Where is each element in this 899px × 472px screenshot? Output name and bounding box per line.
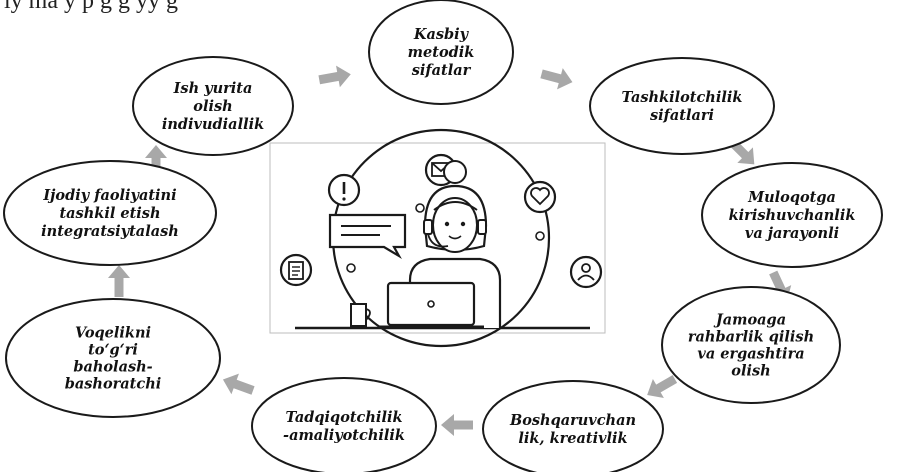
node-label-line: Muloqotga: [747, 189, 836, 206]
node-ellipse: [5, 298, 221, 418]
cup-icon: [350, 303, 371, 327]
decor-dot: [535, 231, 545, 241]
flow-arrow: [540, 68, 573, 90]
node-label-line: Boshqaruvchan: [509, 412, 636, 429]
node-label-line: olish: [193, 98, 232, 115]
node-label-line: va ergashtira: [697, 346, 804, 363]
node-label-line: Tadqiqotchilik: [285, 409, 402, 426]
node-ellipse: [368, 0, 514, 105]
node-label-line: Ijodiy faoliyatini: [42, 187, 176, 204]
node-label-line: va jarayonli: [745, 225, 839, 242]
flow-arrow: [222, 373, 255, 395]
flow-arrow: [318, 65, 351, 88]
heart-icon: [523, 180, 557, 214]
node-label-line: olish: [731, 363, 770, 380]
node-ellipse: [132, 56, 294, 156]
laptop-icon: [378, 281, 484, 329]
node-ellipse: [589, 57, 775, 155]
nodes-group: KasbiymetodiksifatlarTashkilotchiliksifa…: [3, 0, 883, 472]
flow-arrow: [647, 375, 678, 399]
node-ellipse: [3, 160, 217, 266]
node-label-line: Tashkilotchilik: [622, 89, 743, 106]
chat-bubble-icon: [328, 213, 407, 260]
node-label-line: to‘g‘ri: [88, 342, 138, 359]
node-label-line: sifatlari: [650, 107, 714, 124]
node-label-line: indivudiallik: [162, 116, 264, 133]
node-label-line: Voqelikni: [75, 325, 151, 342]
node-label-line: -amaliyotchilik: [283, 427, 405, 444]
node-label-line: Kasbiy: [413, 26, 470, 43]
node-label-line: integratsiytalash: [41, 223, 179, 240]
alert-icon: [327, 173, 361, 207]
node-ellipse: [251, 377, 437, 472]
node-label-line: lik, kreativlik: [518, 430, 627, 447]
node-label-line: Ish yurita: [173, 80, 253, 97]
node-label-line: baholash-: [73, 359, 152, 376]
flow-arrow: [108, 265, 130, 297]
decor-dot: [346, 263, 356, 273]
cropped-header-text: ly ma y p g g yy g: [4, 0, 564, 22]
node-label-line: bashoratchi: [65, 376, 162, 393]
center-illustration-frame: [269, 142, 606, 334]
node-ellipse: [661, 286, 841, 404]
header-text: ly ma y p g g yy g: [4, 0, 178, 14]
flow-arrow: [145, 145, 167, 177]
user-icon: [569, 255, 603, 289]
node-label-line: metodik: [408, 44, 475, 61]
node-label-line: kirishuvchanlik: [729, 207, 856, 224]
decor-dot: [415, 203, 425, 213]
document-icon: [279, 253, 313, 287]
node-label-line: sifatlar: [412, 62, 472, 79]
node-ellipse: [701, 162, 883, 268]
node-label-line: Jamoaga: [713, 312, 786, 329]
flow-arrow: [441, 414, 473, 436]
node-tadqiqotchilik: Tadqiqotchilik-amaliyotchilik: [251, 377, 437, 472]
node-label-line: rahbarlik qilish: [688, 329, 814, 346]
node-ellipse: [482, 380, 664, 472]
node-label-line: tashkil etish: [59, 205, 160, 222]
